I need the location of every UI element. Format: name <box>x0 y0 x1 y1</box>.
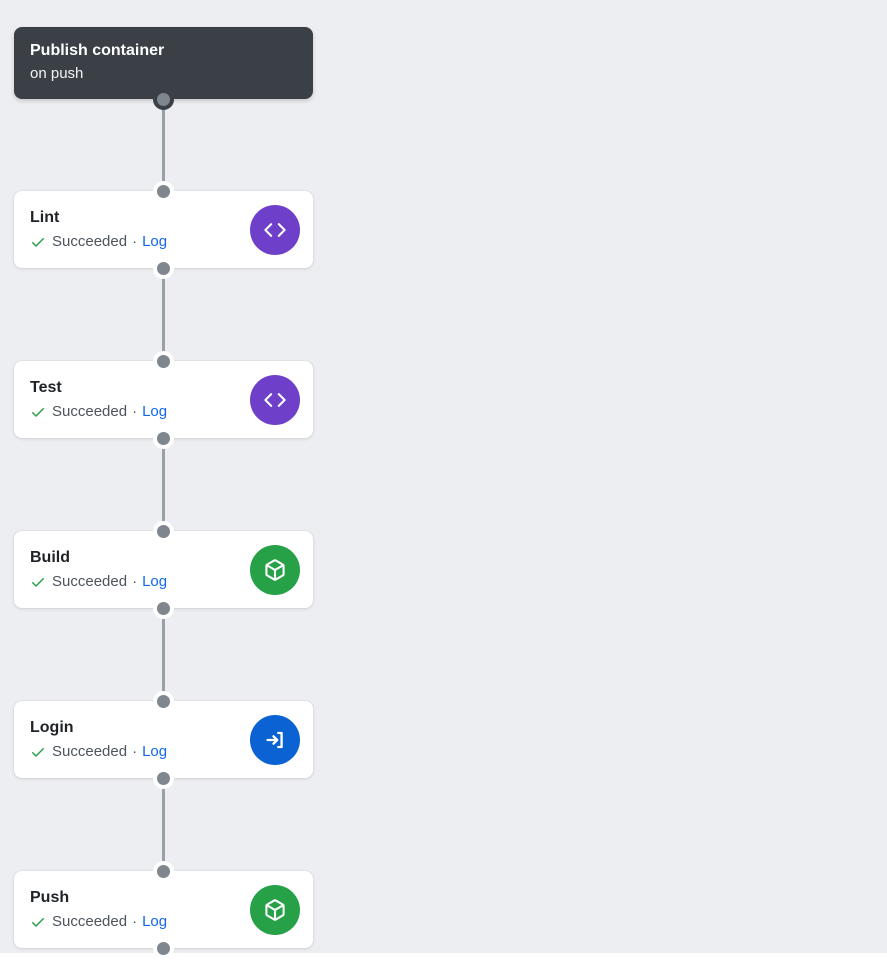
code-icon <box>264 222 286 237</box>
log-link[interactable]: Log <box>142 913 168 930</box>
job-status: Succeeded · Log <box>30 742 167 761</box>
job-card-build[interactable]: Build Succeeded · Log <box>14 531 313 608</box>
job-card-login[interactable]: Login Succeeded · Log <box>14 701 313 778</box>
job-status: Succeeded · Log <box>30 402 167 421</box>
job-name: Test <box>30 379 62 396</box>
job-name: Login <box>30 719 74 736</box>
connector-dot <box>153 937 174 959</box>
sign-in-icon <box>266 731 283 748</box>
job-name: Push <box>30 889 70 906</box>
status-separator: · <box>132 743 138 760</box>
status-text: Succeeded <box>52 573 128 590</box>
check-icon <box>32 917 44 927</box>
connector-dot <box>153 350 174 372</box>
status-separator: · <box>132 233 138 250</box>
job-name: Build <box>30 549 70 566</box>
job-card-push[interactable]: Push Succeeded · Log <box>14 871 313 948</box>
job-status: Succeeded · Log <box>30 912 167 931</box>
connector-dot <box>153 690 174 712</box>
job-status: Succeeded · Log <box>30 572 167 591</box>
connector-dot <box>153 860 174 882</box>
job-info: Lint Succeeded · Log <box>30 208 167 251</box>
job-icon-circle <box>250 204 300 255</box>
job-icon-circle <box>250 374 300 425</box>
job-name: Lint <box>30 209 60 226</box>
connector-dot <box>153 427 174 449</box>
status-separator: · <box>132 573 138 590</box>
job-card-test[interactable]: Test Succeeded · Log <box>14 361 313 438</box>
status-text: Succeeded <box>52 233 128 250</box>
job-icon-circle <box>250 714 300 765</box>
graph-bottom-edge <box>0 953 887 963</box>
connector-dot <box>153 597 174 619</box>
log-link[interactable]: Log <box>142 743 168 760</box>
connector-dot <box>153 767 174 789</box>
status-text: Succeeded <box>52 913 128 930</box>
log-link[interactable]: Log <box>142 403 168 420</box>
job-icon-circle <box>250 884 300 935</box>
job-status: Succeeded · Log <box>30 232 167 251</box>
job-info: Test Succeeded · Log <box>30 378 167 421</box>
status-separator: · <box>132 913 138 930</box>
log-link[interactable]: Log <box>142 573 168 590</box>
status-separator: · <box>132 403 138 420</box>
package-icon <box>265 558 285 581</box>
job-info: Build Succeeded · Log <box>30 548 167 591</box>
trigger-event: on push <box>30 65 84 82</box>
status-text: Succeeded <box>52 403 128 420</box>
check-icon <box>32 577 44 587</box>
job-info: Push Succeeded · Log <box>30 888 167 931</box>
connector-dot <box>153 257 174 279</box>
connector-dot <box>153 520 174 542</box>
connector-dot <box>153 180 174 202</box>
log-link[interactable]: Log <box>142 233 168 250</box>
check-icon <box>32 407 44 417</box>
status-text: Succeeded <box>52 743 128 760</box>
job-info: Login Succeeded · Log <box>30 718 167 761</box>
package-icon <box>265 898 285 921</box>
code-icon <box>264 392 286 407</box>
job-card-lint[interactable]: Lint Succeeded · Log <box>14 191 313 268</box>
connector-dot <box>153 88 174 110</box>
trigger-title: Publish container <box>30 42 165 59</box>
check-icon <box>32 237 44 247</box>
trigger-card: Publish container on push <box>14 27 313 99</box>
check-icon <box>32 747 44 757</box>
job-icon-circle <box>250 544 300 595</box>
